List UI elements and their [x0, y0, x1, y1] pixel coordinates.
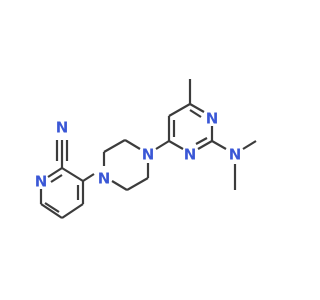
pyrimidine-double-c6-n1	[189, 109, 202, 118]
piperazine-bond-3	[124, 139, 141, 150]
pyridine-bond-n-c2	[47, 167, 63, 178]
atom-labels: N N N N N N N	[35, 110, 242, 191]
bond-c2-nme2	[211, 140, 227, 150]
bond-nme-right	[242, 140, 257, 150]
bond-piperazine-pyrimidine	[155, 140, 170, 150]
atom-pyrimidine-n-bottom: N	[184, 146, 197, 164]
pyridine-double-n-c2	[50, 174, 63, 183]
piperazine-bond-2	[103, 139, 126, 153]
pyrimidine-bond-n3-c4	[168, 140, 184, 150]
pyrimidine-bond-c6-n1	[189, 103, 205, 113]
atom-piperazine-n-right: N	[142, 146, 155, 164]
pyridine-bond-c5-c6	[40, 203, 63, 219]
pyrimidine-double-c2-n3	[195, 137, 208, 145]
piperazine-bond-5	[126, 177, 149, 191]
pyridine-bond-c2-c3	[61, 167, 84, 182]
atom-piperazine-n-left: N	[98, 170, 111, 188]
pyrimidine-bond-c2-n3	[197, 140, 213, 150]
bonds	[39, 79, 257, 219]
atom-nitrile-n: N	[56, 119, 69, 137]
pyridine-double-c5-c6	[44, 202, 60, 213]
pyrimidine-bond-c5-c6	[168, 103, 191, 117]
atom-pyrimidine-n-top: N	[206, 110, 219, 128]
atom-pyridine-n: N	[35, 173, 48, 191]
piperazine-bond-6	[111, 180, 128, 191]
pyridine-bond-c4-c5	[61, 203, 84, 219]
atom-dimethylamino-n: N	[229, 146, 242, 164]
bond-pyridine-piperazine	[82, 173, 95, 182]
chemical-structure-diagram: N N N N N N N	[35, 79, 257, 219]
